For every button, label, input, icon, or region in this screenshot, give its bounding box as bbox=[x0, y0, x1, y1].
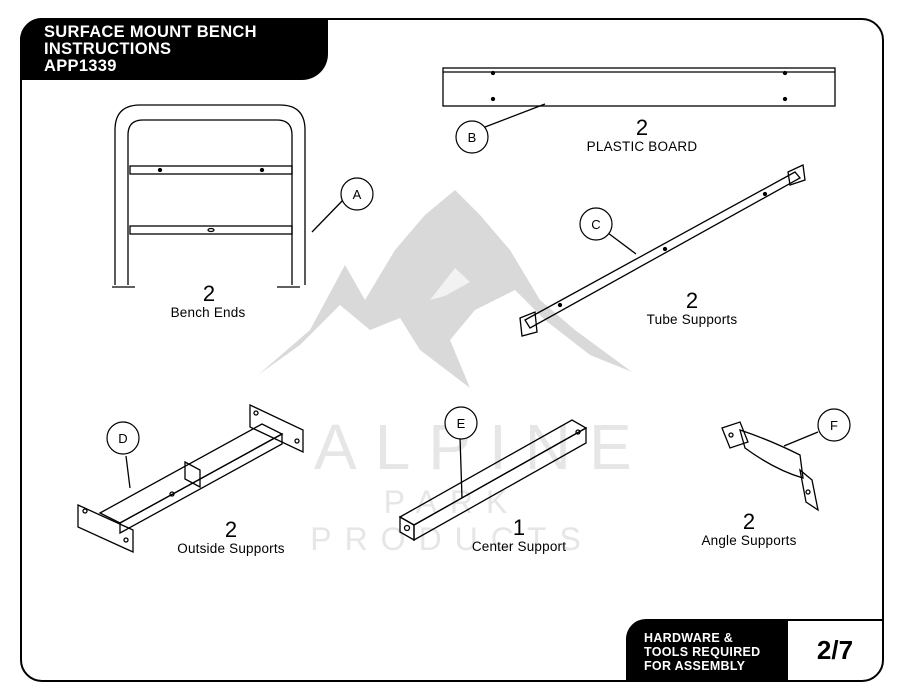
center-support-label: Center Support bbox=[471, 539, 567, 554]
callout-b: B bbox=[455, 120, 489, 154]
callout-d-letter: D bbox=[118, 431, 127, 446]
callout-a: A bbox=[340, 177, 374, 211]
section-title-line-3: FOR ASSEMBLY bbox=[644, 659, 746, 673]
section-title-block: HARDWARE & TOOLS REQUIRED FOR ASSEMBLY bbox=[626, 619, 786, 682]
callout-e-letter: E bbox=[457, 416, 466, 431]
angle-support-drawing bbox=[721, 421, 819, 512]
title-line-1: SURFACE MOUNT BENCH bbox=[44, 23, 257, 41]
bench-ends-label: Bench Ends bbox=[170, 305, 246, 320]
bench-end-drawing bbox=[112, 104, 346, 288]
center-support-count: 1 bbox=[512, 515, 526, 540]
section-title-line-2: TOOLS REQUIRED bbox=[644, 645, 761, 659]
callout-f: F bbox=[817, 408, 851, 442]
callout-c-letter: C bbox=[591, 217, 600, 232]
angle-supports-count: 2 bbox=[742, 509, 756, 534]
plastic-board-drawing bbox=[442, 67, 836, 128]
callout-d: D bbox=[106, 421, 140, 455]
callout-f-letter: F bbox=[830, 418, 838, 433]
callout-b-letter: B bbox=[468, 130, 477, 145]
outside-supports-count: 2 bbox=[224, 517, 238, 542]
title-block: SURFACE MOUNT BENCH INSTRUCTIONS APP1339 bbox=[20, 18, 328, 80]
plastic-board-count: 2 bbox=[635, 115, 649, 140]
callout-a-letter: A bbox=[353, 187, 362, 202]
tube-supports-count: 2 bbox=[685, 288, 699, 313]
title-line-2: INSTRUCTIONS bbox=[44, 40, 172, 58]
page-number: 2/7 bbox=[786, 619, 882, 680]
section-title-line-1: HARDWARE & bbox=[644, 631, 734, 645]
tube-supports-label: Tube Supports bbox=[646, 312, 738, 327]
plastic-board-label: PLASTIC BOARD bbox=[586, 139, 698, 154]
angle-supports-label: Angle Supports bbox=[701, 533, 797, 548]
center-support-drawing bbox=[398, 419, 588, 542]
title-line-3: APP1339 bbox=[44, 57, 117, 75]
tube-support-drawing bbox=[519, 164, 806, 337]
page-border bbox=[20, 18, 884, 682]
bench-ends-count: 2 bbox=[202, 281, 216, 306]
callout-c: C bbox=[579, 207, 613, 241]
outside-supports-label: Outside Supports bbox=[177, 541, 285, 556]
callout-e: E bbox=[444, 406, 478, 440]
outside-support-drawing bbox=[77, 403, 304, 554]
